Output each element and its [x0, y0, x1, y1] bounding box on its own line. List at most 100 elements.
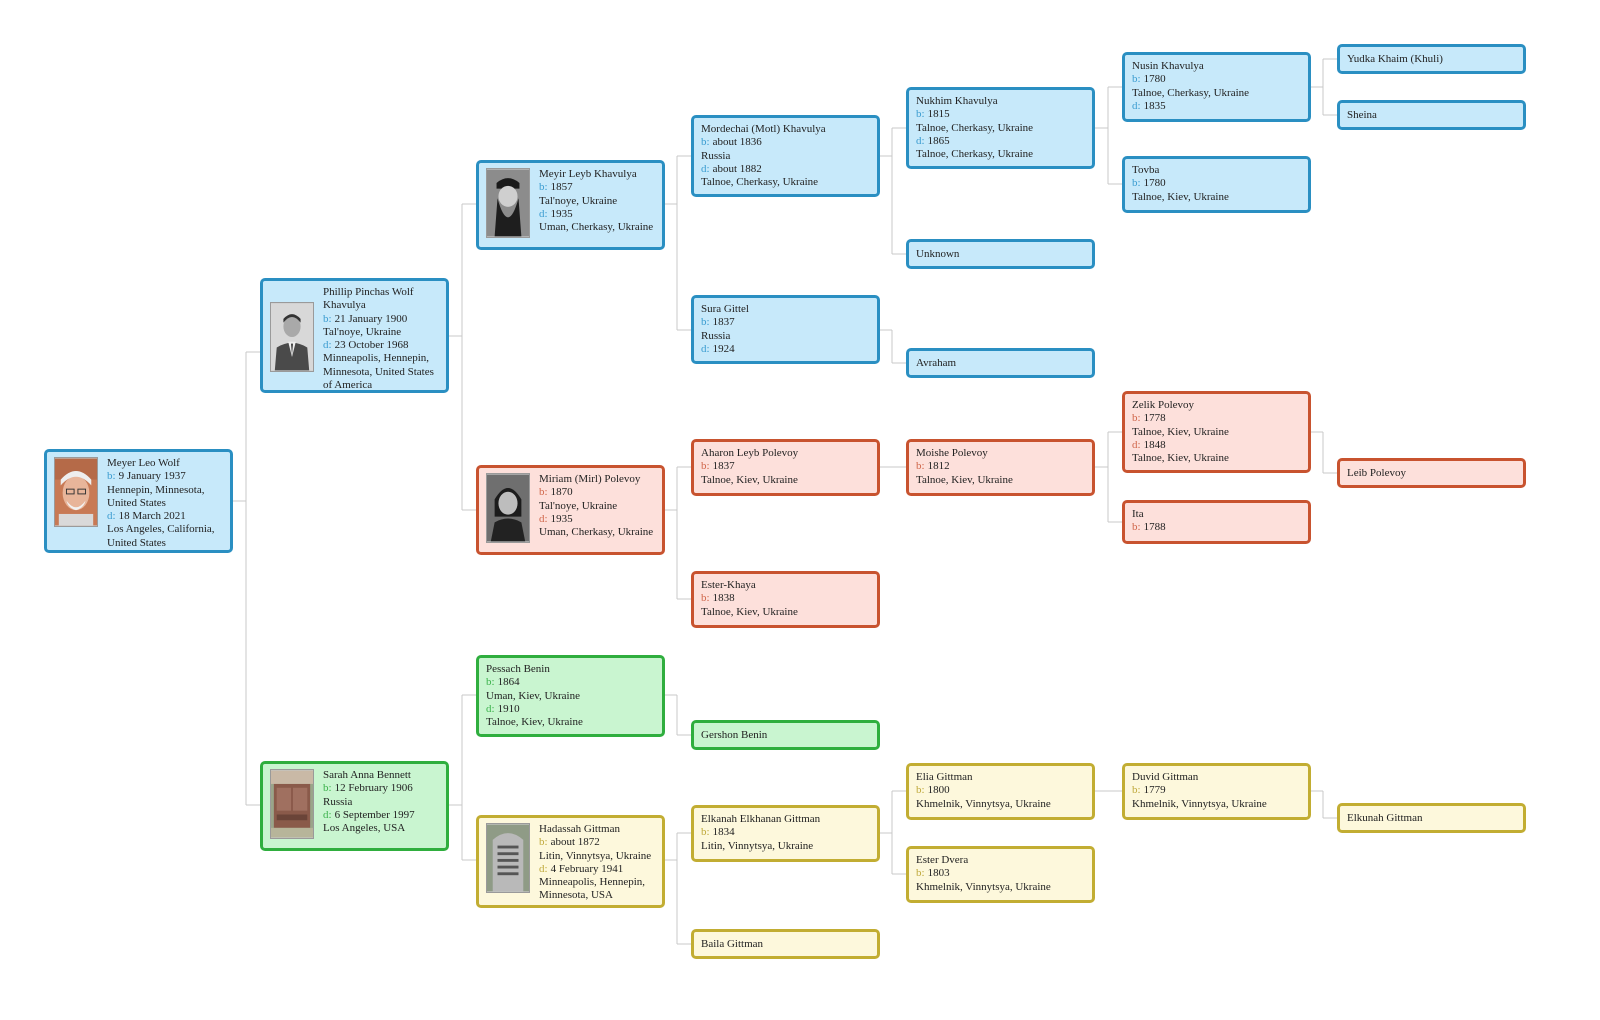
person-name: Yudka Khaim (Khuli) — [1347, 52, 1443, 65]
birth-label: b: — [323, 312, 332, 325]
person-card-ester-khaya[interactable]: Ester-Khaya b:1838 Talnoe, Kiev, Ukraine — [691, 571, 880, 628]
person-name: Mordechai (Motl) Khavulya — [701, 123, 826, 135]
birth-date: b:1870 — [539, 486, 573, 499]
person-name: Elkunah Gittman — [1347, 811, 1423, 824]
person-card-pessach-benin[interactable]: Pessach Benin b:1864 Uman, Kiev, Ukraine… — [476, 655, 665, 737]
person-card-mordechai-motl-khavulya[interactable]: Mordechai (Motl) Khavulya b:about 1836 R… — [691, 115, 880, 197]
birth-place: Khmelnik, Vinnytsya, Ukraine — [916, 880, 1051, 893]
connector-line — [663, 155, 691, 331]
birth-place: Khmelnik, Vinnytsya, Ukraine — [1132, 797, 1267, 810]
person-card-nukhim-khavulya[interactable]: Nukhim Khavulya b:1815 Talnoe, Cherkasy,… — [906, 87, 1095, 169]
person-name: Khavulya — [323, 299, 366, 312]
connector-line — [1094, 431, 1122, 523]
connector-line — [878, 329, 906, 364]
connector-line — [1309, 58, 1337, 116]
headstone-photo — [486, 823, 530, 893]
birth-label: b: — [701, 592, 710, 605]
birth-label: b: — [539, 486, 548, 499]
person-card-miriam-mirl-polevoy[interactable]: Miriam (Mirl) Polevoy b:1870 Tal'noye, U… — [476, 465, 665, 555]
death-date: d:1935 — [539, 207, 573, 220]
birth-date: b:1778 — [1132, 412, 1166, 425]
death-label: d: — [323, 808, 332, 821]
death-place: Minnesota, USA — [539, 889, 613, 902]
person-card-phillip-pinchas-wolf-khavulya[interactable]: Phillip Pinchas Wolf Khavulya b:21 Janua… — [260, 278, 449, 393]
person-card-sheina[interactable]: Sheina — [1337, 100, 1526, 130]
death-place: Minneapolis, Hennepin, — [539, 876, 646, 889]
death-place: of America — [323, 379, 373, 392]
person-name: Moishe Polevoy — [916, 447, 988, 459]
person-card-sura-gittel[interactable]: Sura Gittel b:1837 Russia d:1924 — [691, 295, 880, 364]
connector-line — [878, 790, 906, 875]
person-name: Unknown — [916, 247, 960, 260]
person-card-leib-polevoy[interactable]: Leib Polevoy — [1337, 458, 1526, 488]
person-name: Nusin Khavulya — [1132, 60, 1204, 72]
death-place: Los Angeles, California, — [107, 523, 215, 536]
death-place: Minneapolis, Hennepin, — [323, 352, 430, 365]
person-card-baila-gittman[interactable]: Baila Gittman — [691, 929, 880, 959]
person-card-unknown[interactable]: Unknown — [906, 239, 1095, 269]
person-name: Elia Gittman — [916, 771, 973, 783]
death-date: d:1848 — [1132, 438, 1166, 451]
person-card-ester-dvera[interactable]: Ester Dvera b:1803 Khmelnik, Vinnytsya, … — [906, 846, 1095, 903]
bearded-man-portrait — [486, 168, 530, 238]
person-name: Sheina — [1347, 108, 1377, 121]
person-card-elkunah-gittman[interactable]: Elkunah Gittman — [1337, 803, 1526, 833]
person-card-yudka-khaim-khuli[interactable]: Yudka Khaim (Khuli) — [1337, 44, 1526, 74]
person-card-sarah-anna-bennett[interactable]: Sarah Anna Bennett b:12 February 1906 Ru… — [260, 761, 449, 851]
death-date: d:about 1882 — [701, 162, 762, 175]
birth-label: b: — [916, 460, 925, 473]
person-name: Tovba — [1132, 164, 1160, 176]
person-name: Zelik Polevoy — [1132, 399, 1195, 411]
birth-date: b:1837 — [701, 460, 735, 473]
person-card-elia-gittman[interactable]: Elia Gittman b:1800 Khmelnik, Vinnytsya,… — [906, 763, 1095, 820]
death-place: Talnoe, Kiev, Ukraine — [1132, 452, 1229, 465]
birth-date: b:about 1872 — [539, 836, 600, 849]
birth-date: b:1834 — [701, 826, 735, 839]
birth-label: b: — [701, 136, 710, 149]
person-card-duvid-gittman[interactable]: Duvid Gittman b:1779 Khmelnik, Vinnytsya… — [1122, 763, 1311, 820]
person-name: Sura Gittel — [701, 303, 749, 315]
connector-line — [448, 694, 476, 861]
death-label: d: — [539, 512, 548, 525]
person-card-avraham[interactable]: Avraham — [906, 348, 1095, 378]
connector-line — [232, 351, 260, 806]
person-card-tovba[interactable]: Tovba b:1780 Talnoe, Kiev, Ukraine — [1122, 156, 1311, 213]
person-card-zelik-polevoy[interactable]: Zelik Polevoy b:1778 Talnoe, Kiev, Ukrai… — [1122, 391, 1311, 473]
death-place: Talnoe, Cherkasy, Ukraine — [916, 148, 1034, 161]
person-card-nusin-khavulya[interactable]: Nusin Khavulya b:1780 Talnoe, Cherkasy, … — [1122, 52, 1311, 122]
birth-place: Russia — [323, 795, 353, 808]
person-name: Elkanah Elkhanan Gittman — [701, 813, 821, 825]
birth-place: Hennepin, Minnesota, — [107, 483, 205, 496]
birth-label: b: — [701, 826, 710, 839]
birth-date: b:1780 — [1132, 177, 1166, 190]
woman-portrait — [486, 473, 530, 543]
birth-place: Tal'noye, Ukraine — [323, 325, 402, 338]
person-name: Hadassah Gittman — [539, 823, 620, 835]
death-label: d: — [1132, 99, 1141, 112]
birth-place: Uman, Kiev, Ukraine — [486, 689, 580, 702]
person-card-moishe-polevoy[interactable]: Moishe Polevoy b:1812 Talnoe, Kiev, Ukra… — [906, 439, 1095, 496]
birth-place: Talnoe, Kiev, Ukraine — [1132, 425, 1229, 438]
death-place: Uman, Cherkasy, Ukraine — [539, 526, 654, 539]
connector-line — [663, 694, 691, 736]
birth-place: Russia — [701, 149, 731, 162]
birth-label: b: — [539, 181, 548, 194]
person-card-hadassah-gittman[interactable]: Hadassah Gittman b:about 1872 Litin, Vin… — [476, 815, 665, 908]
birth-label: b: — [1132, 521, 1141, 534]
person-name: Meyir Leyb Khavulya — [539, 168, 637, 180]
person-card-aharon-leyb-polevoy[interactable]: Aharon Leyb Polevoy b:1837 Talnoe, Kiev,… — [691, 439, 880, 496]
connector-line — [1309, 790, 1337, 819]
birth-date: b:1800 — [916, 784, 950, 797]
person-card-ita[interactable]: Ita b:1788 — [1122, 500, 1311, 544]
person-card-elkanah-elkhanan-gittman[interactable]: Elkanah Elkhanan Gittman b:1834 Litin, V… — [691, 805, 880, 862]
birth-date: b:1779 — [1132, 784, 1166, 797]
birth-label: b: — [1132, 784, 1141, 797]
birth-label: b: — [701, 460, 710, 473]
death-place: Talnoe, Kiev, Ukraine — [486, 716, 583, 729]
birth-place: Talnoe, Kiev, Ukraine — [701, 473, 798, 486]
birth-place: Talnoe, Cherkasy, Ukraine — [1132, 86, 1250, 99]
death-date: d:1910 — [486, 702, 520, 715]
person-card-meyir-leyb-khavulya[interactable]: Meyir Leyb Khavulya b:1857 Tal'noye, Ukr… — [476, 160, 665, 250]
person-card-gershon-benin[interactable]: Gershon Benin — [691, 720, 880, 750]
person-card-meyer-leo-wolf[interactable]: Meyer Leo Wolf b:9 January 1937 Hennepin… — [44, 449, 233, 553]
